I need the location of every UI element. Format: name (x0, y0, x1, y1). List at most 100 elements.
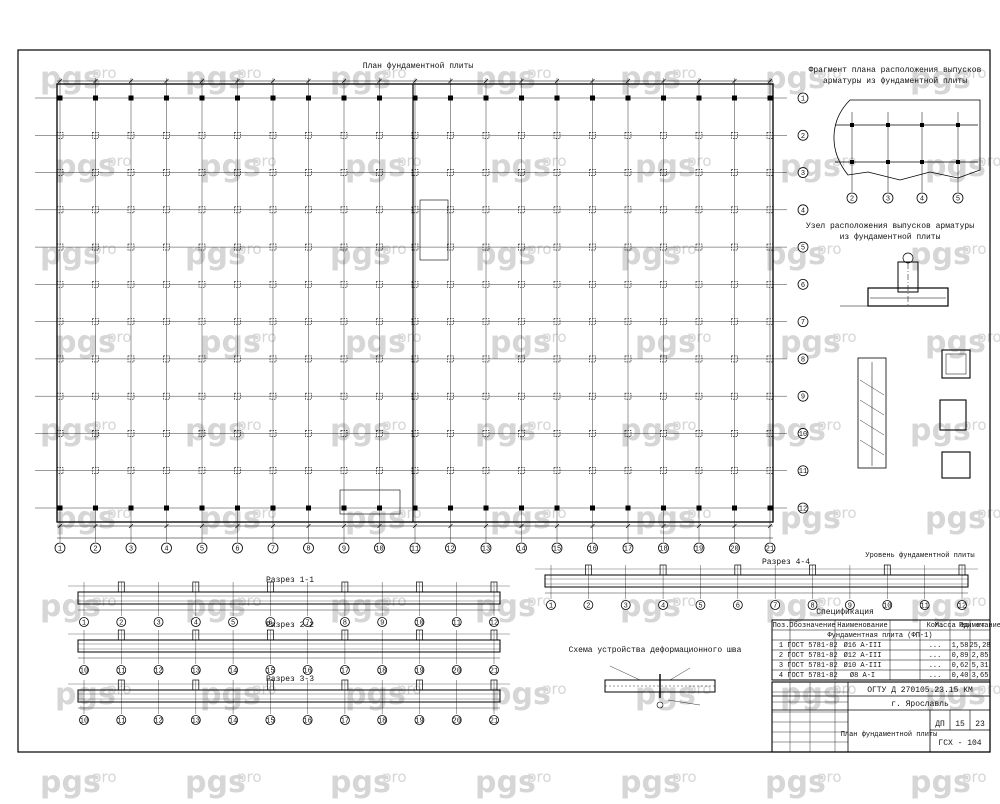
column-marker (448, 95, 453, 101)
rebar-outlet (482, 318, 490, 325)
section-axis-bubble-label: 21 (490, 668, 498, 676)
rebar-outlet (482, 430, 490, 437)
node-title-line1: Узел расположения выпусков арматуры (806, 222, 974, 231)
plan-axis-bubble-bottom-label: 17 (624, 546, 632, 554)
rebar-outlet (695, 355, 703, 363)
plan-axis-bubble-bottom-circle (764, 542, 776, 554)
watermark-suffix: pro (107, 328, 132, 346)
fragment-outlet (886, 160, 890, 164)
fragment-outlet (956, 123, 960, 127)
plan-axis-bubble-right: 1 (797, 92, 809, 104)
rebar-outlet (482, 206, 490, 214)
dimension-tick (554, 523, 560, 529)
dimension-tick (270, 78, 276, 84)
rebar-outlet (56, 131, 64, 139)
watermark-text: pgs (490, 325, 551, 360)
spec-cell: Ø8 А-I (850, 671, 875, 680)
plan-axis-bubble-right: 4 (797, 204, 809, 215)
rebar-outlet (163, 206, 170, 214)
rebar-outlet (447, 430, 454, 437)
plan-axis-bubble-right-label: 10 (799, 431, 807, 439)
rebar-outlet (198, 318, 206, 325)
rebar-outlet (695, 467, 703, 475)
plan-axis-bubble-bottom-circle (658, 542, 669, 554)
rebar-outlet (553, 467, 561, 475)
rebar-outlet (127, 281, 135, 288)
watermark-suffix: pro (542, 504, 567, 522)
section-axis-bubble-circle (228, 715, 238, 725)
section-axis-bubble-label: 7 (773, 603, 777, 611)
plan-axis-bubble-bottom-circle (516, 542, 527, 554)
plan-axis-bubble-bottom-label: 16 (588, 546, 596, 554)
section-column-stub (267, 679, 274, 691)
rebar-outlet (163, 355, 170, 363)
rebar-outlet (624, 243, 632, 251)
rebar-outlet (92, 243, 99, 251)
rebar-outlet (340, 467, 348, 475)
section-1-1-title: Разрез 1-1 (266, 576, 314, 585)
rebar-outlet (269, 392, 277, 400)
section-axis-bubble: 5 (695, 600, 706, 611)
fragment-axis-bubble-label: 5 (956, 196, 960, 204)
rebar-outlet (518, 430, 525, 437)
watermark-text: pgs (185, 237, 246, 272)
section-axis-bubble: 18 (377, 665, 388, 676)
watermark-text: pgs (475, 237, 536, 272)
section-axis-bubble-circle (79, 715, 89, 725)
section-axis-bubble-circle (658, 600, 668, 610)
section-axis-bubble-label: 20 (453, 668, 461, 676)
fragment-axis-bubble-circle (916, 192, 928, 204)
watermark-suffix: pro (237, 64, 262, 82)
section-axis-bubble-circle (190, 617, 201, 627)
rebar-outlet (482, 131, 490, 139)
dimension-tick (696, 78, 702, 84)
column-marker (625, 505, 631, 511)
plan-axis-bubble-right-label: 9 (801, 394, 805, 402)
rebar-outlet (731, 281, 738, 288)
column-marker (199, 505, 205, 511)
section-axis-bubble: 12 (489, 617, 499, 628)
rebar-outlet (731, 131, 738, 139)
plan-axis-bubble-bottom-label: 19 (695, 546, 703, 554)
column-marker (412, 505, 418, 511)
plan-axis-bubble-right-circle (797, 92, 809, 104)
rebar-outlet (198, 206, 206, 214)
plan-axis-bubble-right-circle (797, 167, 809, 178)
section-axis-bubble: 15 (265, 715, 276, 726)
plan-axis-bubble-bottom-circle (551, 542, 563, 554)
spec-cell: Ø10 А-III (844, 661, 882, 670)
column-marker (341, 505, 347, 511)
rebar-outlet (376, 281, 383, 288)
joint-leader-2 (669, 667, 691, 681)
title-block: ОГТУ Д 270105.23.15 КМ г. Ярославль План… (771, 681, 991, 753)
sheet-count: 23 (975, 720, 985, 729)
watermark-suffix: pro (107, 680, 132, 698)
rebar-outlet (660, 467, 667, 475)
rebar-outlet (553, 392, 561, 400)
section-axis-bubble-label: 13 (192, 718, 200, 726)
watermark-text: pgs (780, 501, 841, 536)
plan-axis-bubble-bottom-circle (374, 542, 385, 554)
section-axis-bubble: 1 (79, 617, 89, 628)
dimension-tick (661, 523, 666, 529)
column-marker (661, 505, 666, 511)
plan-axis-bubble-right-label: 5 (801, 245, 805, 253)
plan-axis-bubble-bottom-label: 10 (375, 546, 383, 554)
column-marker (590, 95, 595, 101)
watermark-suffix: pro (397, 504, 422, 522)
section-axis-bubble: 4 (190, 617, 201, 628)
rebar-outlet (589, 467, 596, 475)
dimension-tick (625, 523, 631, 529)
rebar-outlet (127, 169, 135, 176)
watermark-text: pgs (765, 765, 826, 800)
watermark-text: pgs (40, 413, 101, 448)
section-column-stub (192, 679, 200, 691)
plan-axis-bubble-right-label: 3 (801, 170, 805, 178)
section-axis-bubble-label: 3 (624, 603, 628, 611)
section-2-2-title: Разрез 2-2 (266, 621, 314, 630)
section-axis-bubble: 10 (79, 715, 89, 726)
watermark-text: pgs (40, 765, 101, 800)
section-column-stub (883, 564, 891, 576)
